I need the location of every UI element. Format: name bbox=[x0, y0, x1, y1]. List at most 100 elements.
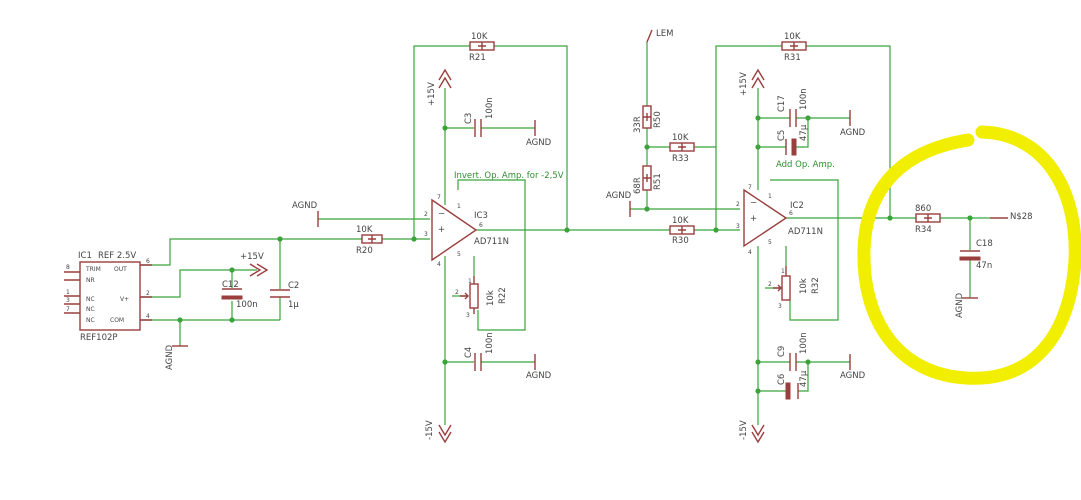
c12-value: 100n bbox=[236, 300, 258, 310]
r32-pin-3: 3 bbox=[778, 303, 782, 310]
c9-value: 100n bbox=[799, 332, 809, 354]
wires bbox=[140, 42, 990, 425]
net-n28-label: N$28 bbox=[1010, 212, 1033, 222]
agnd-c17-label: AGND bbox=[840, 128, 866, 138]
ic1-pinnum-2: 2 bbox=[146, 290, 150, 297]
r22-value: 10k bbox=[486, 290, 496, 306]
ic3-minus15-label: -15V bbox=[425, 420, 435, 440]
c3-value: 100n bbox=[485, 97, 495, 119]
r34-value: 860 bbox=[915, 204, 931, 214]
ic3-pin-3: 3 bbox=[424, 231, 428, 238]
ic3-minus: − bbox=[438, 209, 445, 219]
ic3-part: AD711N bbox=[474, 237, 509, 247]
resistor-r20: 10K R20 bbox=[356, 225, 383, 256]
ic1-reference: IC1 REF 2.5V REF102P TRIM OUT NR NC V+ N… bbox=[64, 251, 152, 343]
ic3-pin-1: 1 bbox=[457, 203, 461, 210]
c2-name: C2 bbox=[288, 281, 299, 291]
ic1-pin-nc-2: NC bbox=[86, 306, 95, 313]
ic2-minus15-label: -15V bbox=[739, 420, 749, 440]
c4-name: C4 bbox=[464, 347, 474, 358]
ic2-note: Add Op. Amp. bbox=[776, 160, 835, 170]
ic3-plus15-label: +15V bbox=[427, 82, 437, 106]
ic2-part: AD711N bbox=[788, 227, 823, 237]
junctions bbox=[177, 115, 973, 394]
resistor-r21: 10K R21 bbox=[469, 32, 495, 63]
r21-name: R21 bbox=[469, 53, 486, 63]
r50-name: R50 bbox=[653, 111, 663, 128]
ic1-pinnum-6: 6 bbox=[146, 258, 150, 265]
ref-plus15-label: +15V bbox=[240, 252, 264, 262]
capacitor-c5: C5 47µ bbox=[777, 124, 809, 156]
supply-symbols: +15V +15V +15V -15V -15V AGND AGND AGND … bbox=[165, 29, 1033, 444]
r51-name: R51 bbox=[653, 173, 663, 190]
agnd-c18-label: AGND bbox=[955, 292, 965, 318]
ic1-pin-trim: TRIM bbox=[85, 266, 101, 273]
resistor-r30: 10K R30 bbox=[669, 216, 695, 246]
r32-name: R32 bbox=[811, 277, 821, 294]
ic2-minus: − bbox=[750, 198, 757, 208]
resistor-r34: 860 R34 bbox=[915, 204, 941, 235]
c17-name: C17 bbox=[777, 95, 787, 112]
capacitor-c17: C17 100n bbox=[777, 88, 809, 127]
r31-value: 10K bbox=[784, 32, 801, 42]
potentiometer-r22: 10k R22 1 2 3 bbox=[455, 276, 508, 319]
agnd-divider-label: AGND bbox=[606, 191, 632, 201]
capacitor-c3: C3 100n bbox=[464, 97, 495, 137]
r22-name: R22 bbox=[498, 287, 508, 304]
resistor-r33: 10K R33 bbox=[669, 133, 695, 164]
c5-name: C5 bbox=[777, 130, 787, 141]
ic1-pin-out: OUT bbox=[114, 266, 127, 273]
resistor-r50: 33R R50 bbox=[633, 105, 663, 133]
r20-name: R20 bbox=[356, 246, 373, 256]
c18-value: 47n bbox=[976, 261, 992, 271]
r33-value: 10K bbox=[672, 133, 689, 143]
r30-name: R30 bbox=[672, 236, 689, 246]
c6-name: C6 bbox=[777, 374, 787, 385]
c6-value: 47µ bbox=[799, 370, 809, 387]
capacitor-c18: C18 47n bbox=[959, 239, 993, 271]
c3-name: C3 bbox=[464, 113, 474, 124]
agnd-c3-label: AGND bbox=[526, 138, 552, 148]
r32-value: 10k bbox=[799, 278, 809, 294]
r31-name: R31 bbox=[784, 53, 801, 63]
agnd-ic3-label: AGND bbox=[292, 201, 318, 211]
ic1-pinnum-7: 7 bbox=[66, 306, 70, 313]
ic1-pinnum-1: 1 bbox=[66, 289, 70, 296]
r50-value: 33R bbox=[633, 116, 643, 133]
ic1-name: IC1 bbox=[78, 251, 92, 261]
capacitor-c12: C12 100n bbox=[221, 280, 258, 310]
c4-value: 100n bbox=[485, 332, 495, 354]
c9-name: C9 bbox=[777, 346, 787, 357]
ic3-pin-7: 7 bbox=[437, 194, 441, 201]
ic2-pin-5: 5 bbox=[768, 239, 772, 246]
resistor-r51: 68R R51 bbox=[633, 165, 663, 194]
ic1-part: REF102P bbox=[80, 333, 118, 343]
ic2-pin-6: 6 bbox=[789, 210, 793, 217]
ic1-pinnum-3: 3 bbox=[66, 297, 70, 304]
ic1-value: REF 2.5V bbox=[98, 251, 136, 261]
ic3-pin-4: 4 bbox=[437, 261, 441, 268]
ic2-pin-2: 2 bbox=[736, 201, 740, 208]
c12-name: C12 bbox=[222, 280, 239, 290]
ic2-pin-3: 3 bbox=[736, 223, 740, 230]
c2-value: 1µ bbox=[288, 300, 299, 310]
ic1-pin-com: COM bbox=[110, 317, 124, 324]
ic2-opamp: − + 2 3 6 1 5 7 4 IC2 AD711N Add Op. Amp… bbox=[736, 160, 835, 256]
ic2-plus15-label: +15V bbox=[739, 72, 749, 96]
highlight-circle bbox=[857, 125, 1081, 385]
ic2-pin-4: 4 bbox=[748, 249, 752, 256]
net-lem-label: LEM bbox=[656, 29, 673, 39]
capacitor-c2: C2 1µ bbox=[270, 281, 299, 310]
ic3-opamp: − + 2 3 6 1 5 7 4 IC3 AD711N Invert. Op.… bbox=[424, 171, 564, 268]
capacitor-c9: C9 100n bbox=[777, 332, 809, 371]
ic3-pin-2: 2 bbox=[424, 211, 428, 218]
ic3-note: Invert. Op. Amp. for -2,5V bbox=[454, 171, 564, 181]
ic2-pin-1: 1 bbox=[768, 193, 772, 200]
c18-name: C18 bbox=[976, 239, 993, 249]
agnd-c9-label: AGND bbox=[840, 371, 866, 381]
ic2-name: IC2 bbox=[790, 201, 804, 211]
r22-pin-1: 1 bbox=[468, 278, 472, 285]
agnd-ref-label: AGND bbox=[165, 344, 175, 370]
r22-pin-2: 2 bbox=[455, 289, 459, 296]
